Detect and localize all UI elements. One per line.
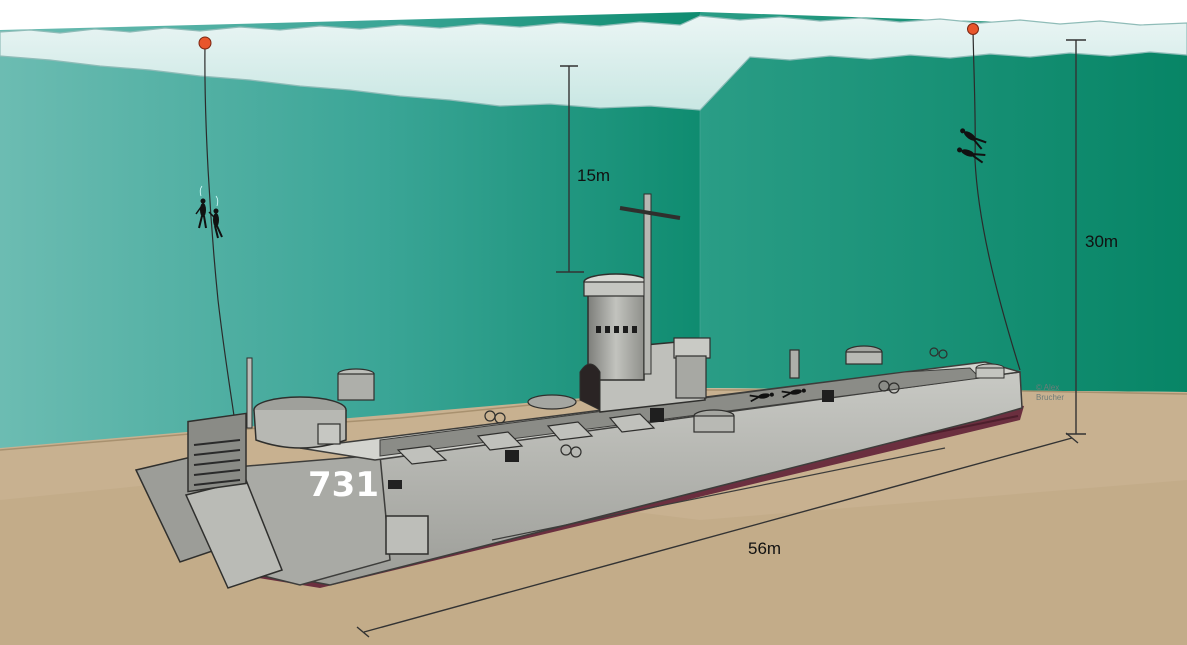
credit-line-1: © Alex [1036, 383, 1059, 392]
hull-port [388, 480, 402, 489]
buoy-icon [198, 36, 212, 50]
length-label-56m: 56m [748, 539, 781, 558]
sea-surface [0, 15, 1187, 111]
diver-icon [781, 388, 806, 399]
diver-icon [749, 392, 774, 403]
depth-marker-15m [556, 65, 584, 273]
hull-number: 731 [308, 465, 379, 505]
mast-yard [619, 206, 681, 220]
diver-icon [960, 128, 987, 150]
depth-label-30m: 30m [1085, 232, 1118, 251]
depth-label-15m: 15m [577, 166, 610, 185]
deck-fittings [396, 347, 948, 465]
depth-marker-30m [1066, 39, 1086, 435]
left-descent-line [195, 36, 237, 431]
water [0, 12, 1187, 450]
hull-hatch [385, 515, 429, 555]
bow-grill-slats [193, 439, 241, 486]
buoy-icon [967, 23, 979, 35]
diver-icon [957, 147, 986, 164]
credit-line-2: Brucher [1036, 393, 1064, 402]
main-mast [643, 193, 652, 375]
right-descent-line [957, 23, 1021, 371]
aft-stack [789, 349, 800, 379]
small-vent [317, 423, 341, 445]
mid-gun-tub [527, 394, 577, 410]
bridge-windows [596, 326, 637, 333]
forward-mast [246, 357, 253, 429]
landing-ship-wreck: 731 [134, 193, 1024, 589]
length-marker-56m [356, 432, 1079, 638]
forward-vent [337, 373, 375, 401]
diver-icon [195, 185, 207, 229]
diver-icon [208, 195, 223, 239]
